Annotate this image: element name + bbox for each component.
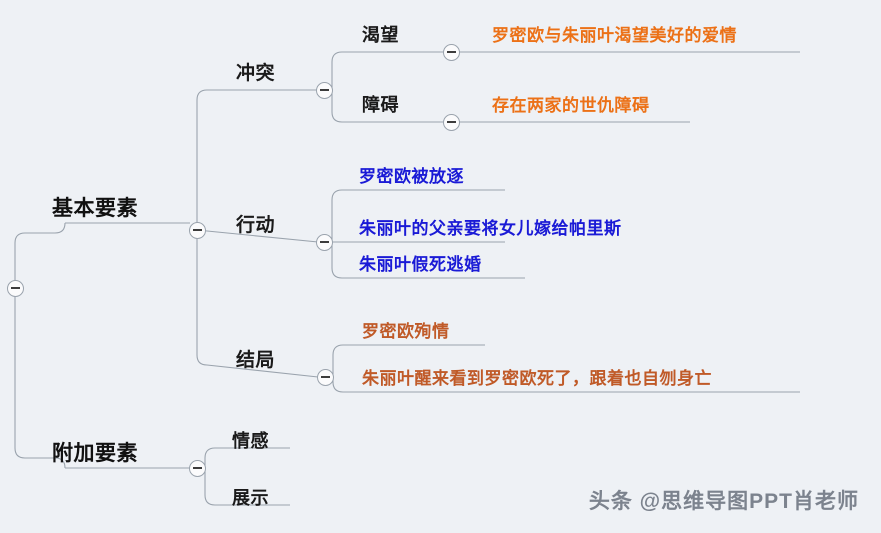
branch-node-ending[interactable]: 结局 [236,350,276,371]
toggle-action[interactable] [315,233,333,251]
leaf-romeo-banished[interactable]: 罗密欧被放逐 [359,167,464,186]
root-node-basic-elements[interactable]: 基本要素 [52,197,138,220]
toggle-conflict[interactable] [315,81,333,99]
subnode-emotion[interactable]: 情感 [232,431,269,451]
leaf-desire-detail[interactable]: 罗密欧与朱丽叶渴望美好的爱情 [492,26,737,45]
root-node-additional-elements[interactable]: 附加要素 [52,442,138,465]
subnode-desire[interactable]: 渴望 [362,25,399,45]
leaf-juliet-fake-death[interactable]: 朱丽叶假死逃婚 [359,255,482,274]
branch-node-conflict[interactable]: 冲突 [236,63,276,84]
toggle-desire[interactable] [442,43,460,61]
leaf-juliet-father-marriage[interactable]: 朱丽叶的父亲要将女儿嫁给帕里斯 [359,219,622,238]
subnode-presentation[interactable]: 展示 [232,488,269,508]
toggle-root[interactable] [6,279,24,297]
toggle-obstacle[interactable] [442,113,460,131]
branch-node-action[interactable]: 行动 [236,215,276,236]
toggle-basic-elements[interactable] [188,221,206,239]
toggle-ending[interactable] [316,368,334,386]
leaf-romeo-dies[interactable]: 罗密欧殉情 [362,322,450,341]
leaf-juliet-suicide[interactable]: 朱丽叶醒来看到罗密欧死了，跟着也自刎身亡 [362,369,712,388]
leaf-obstacle-detail[interactable]: 存在两家的世仇障碍 [492,96,650,115]
subnode-obstacle[interactable]: 障碍 [362,95,399,115]
toggle-additional-elements[interactable] [188,459,206,477]
watermark: 头条 @思维导图PPT肖老师 [588,490,859,513]
